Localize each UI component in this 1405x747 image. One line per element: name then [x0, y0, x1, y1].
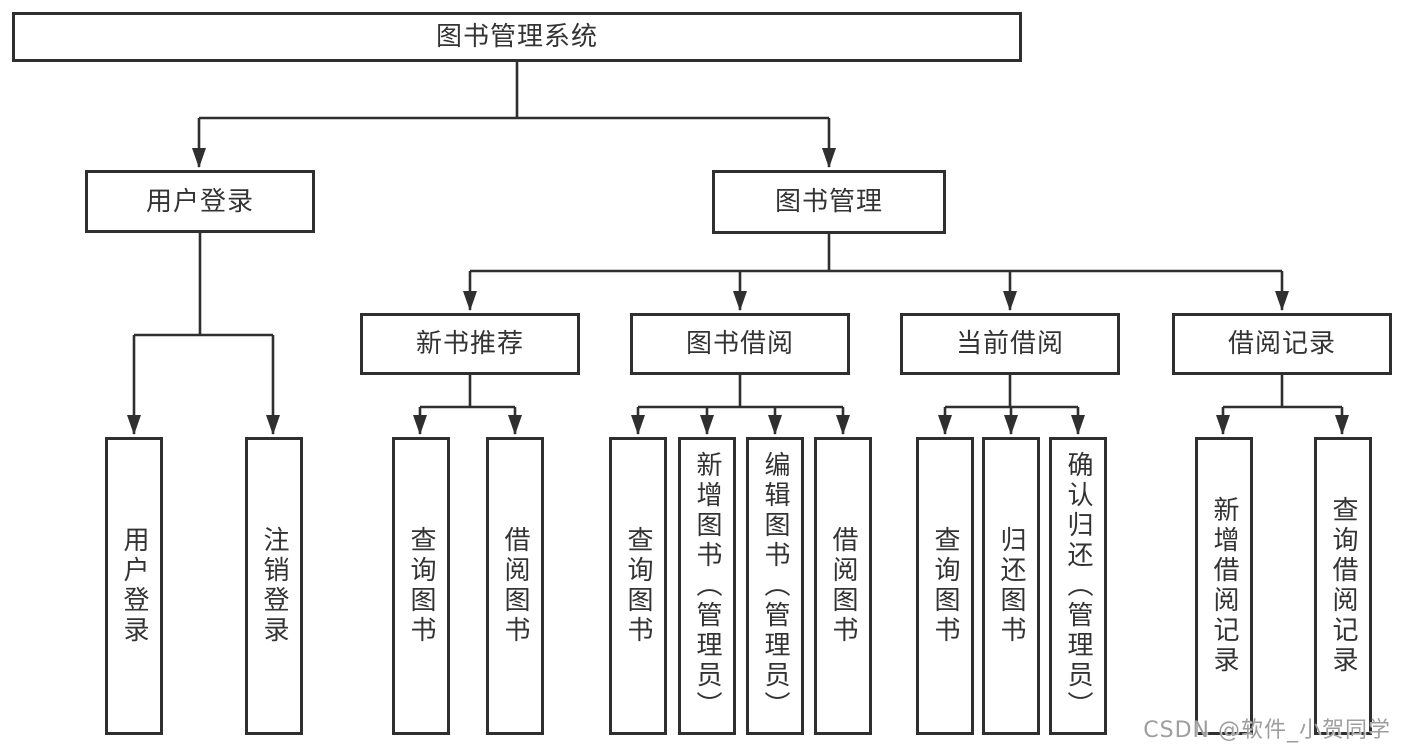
node-borrow-books-borrowing: 借阅图书: [814, 437, 872, 735]
node-root-library-system: 图书管理系统: [12, 12, 1022, 62]
node-edit-books-admin: 编辑图书（管理员）: [746, 437, 804, 735]
node-return-books: 归还图书: [982, 437, 1040, 735]
node-query-borrow-record: 查询借阅记录: [1314, 437, 1372, 735]
node-confirm-return-admin: 确认归还（管理员）: [1049, 437, 1107, 735]
node-leaf-logout: 注销登录: [245, 437, 303, 735]
node-book-management: 图书管理: [712, 170, 946, 234]
node-add-borrow-record: 新增借阅记录: [1195, 437, 1253, 735]
node-leaf-user-login: 用户登录: [105, 437, 163, 735]
node-borrowing-records: 借阅记录: [1172, 313, 1392, 375]
node-borrow-books-recommend: 借阅图书: [486, 437, 544, 735]
node-book-borrowing: 图书借阅: [630, 313, 850, 375]
csdn-watermark: CSDN @软件_小贺同学: [1143, 718, 1391, 743]
node-user-login: 用户登录: [85, 170, 315, 233]
node-query-books-recommend: 查询图书: [392, 437, 450, 735]
node-add-books-admin: 新增图书（管理员）: [678, 437, 736, 735]
node-new-book-recommendation: 新书推荐: [360, 313, 580, 375]
node-query-books-borrowing: 查询图书: [609, 437, 667, 735]
node-current-borrowing: 当前借阅: [900, 313, 1120, 375]
node-query-books-current: 查询图书: [916, 437, 974, 735]
